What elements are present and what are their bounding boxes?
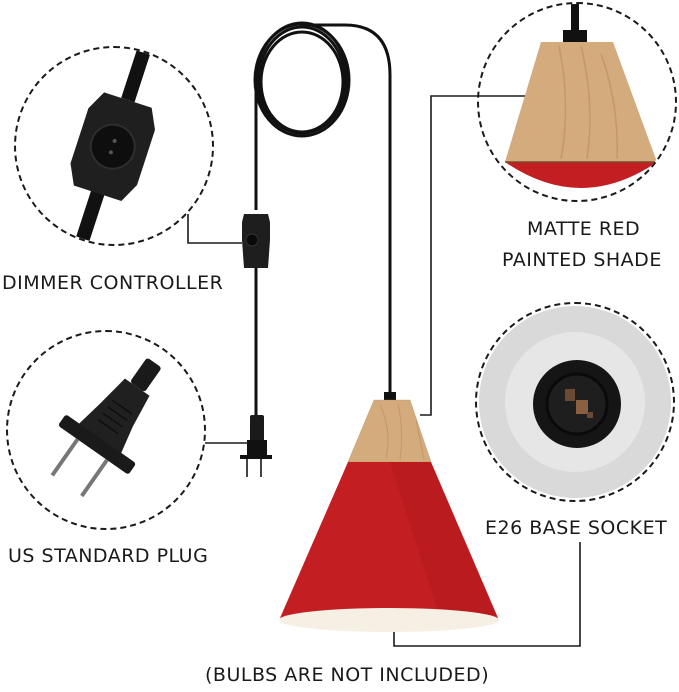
main-lamp-shade [279,392,499,632]
plug-callout-circle [6,330,206,530]
dimmer-controller-label: DIMMER CONTROLLER [2,272,224,294]
matte-red-label-line1: MATTE RED [527,218,641,240]
dimmer-switch-icon [70,50,155,242]
us-standard-plug-label: US STANDARD PLUG [8,545,209,567]
plug-on-cord-icon [240,415,272,477]
e26-base-socket-label: E26 BASE SOCKET [485,517,668,539]
painted-shade-label-line2: PAINTED SHADE [502,249,662,271]
e26-socket-icon [479,306,671,498]
us-plug-icon [50,358,161,498]
bulbs-not-included-note: (BULBS ARE NOT INCLUDED) [205,664,490,686]
dimmer-callout-circle [14,46,214,246]
dimmer-on-cord-icon [242,214,270,268]
socket-callout-circle [475,302,675,502]
coiled-cord-icon [253,21,392,440]
wooden-red-shade-icon [505,4,657,188]
shade-callout-circle [477,2,677,202]
